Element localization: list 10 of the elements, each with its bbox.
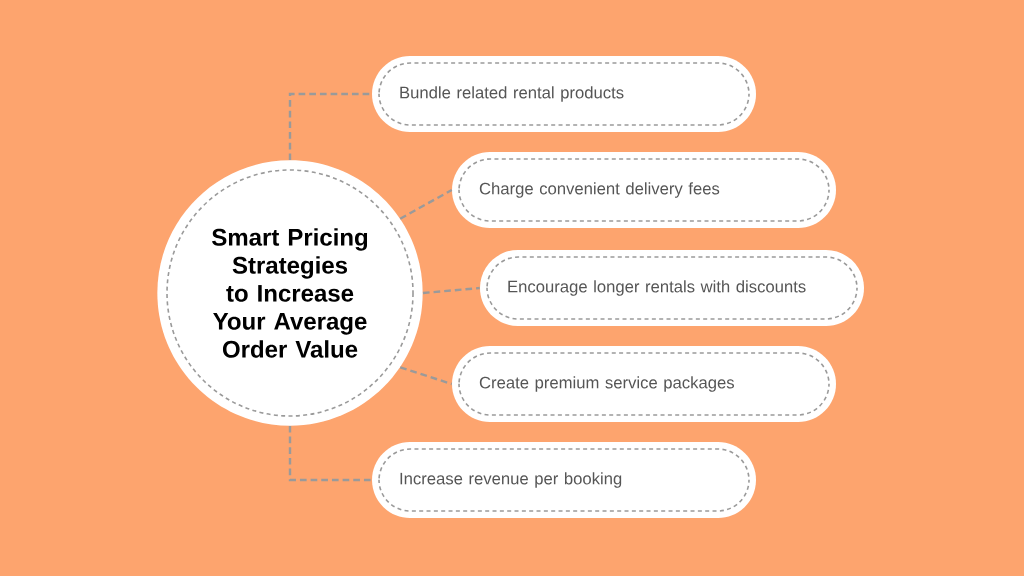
strategy-box: Encourage longer rentals with discounts (480, 250, 864, 326)
connector-line (288, 92, 372, 161)
strategy-box: Charge convenient delivery fees (452, 152, 836, 228)
connector-line (288, 425, 372, 482)
connector-line (399, 366, 453, 386)
strategy-box: Bundle related rental products (372, 56, 756, 132)
strategy-box: Increase revenue per booking (372, 442, 756, 518)
connector-line (422, 286, 480, 295)
connector-line (399, 188, 453, 220)
strategy-box: Create premium service packages (452, 346, 836, 422)
